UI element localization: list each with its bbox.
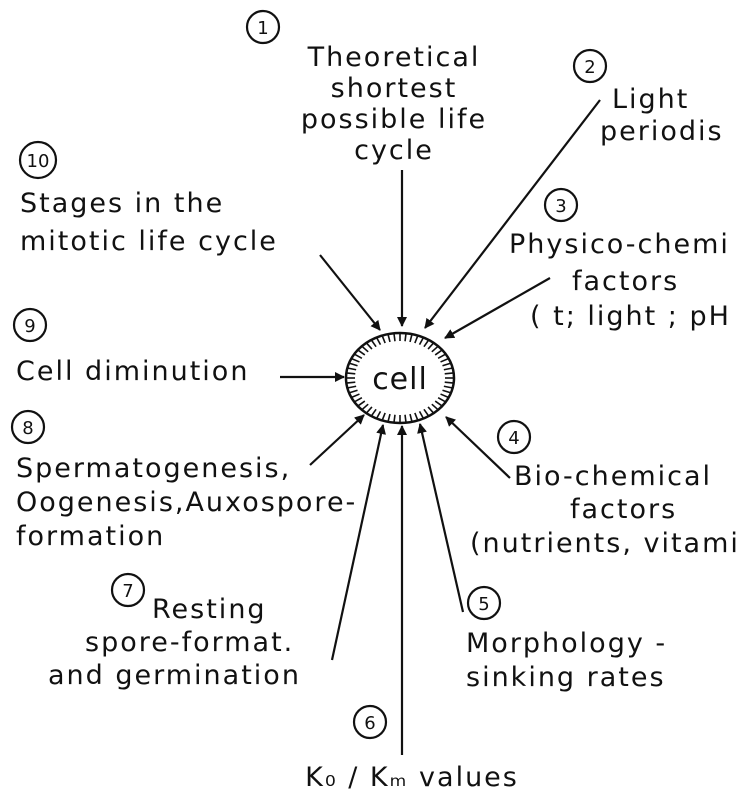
factor-label-line: Light bbox=[612, 84, 689, 115]
factor-label-line: factors bbox=[570, 494, 677, 525]
hatch-tick bbox=[445, 373, 454, 374]
factor-5: 5 Morphology - sinking rates bbox=[466, 587, 667, 693]
factor-6: 6 K₀ / Kₘ values bbox=[305, 706, 519, 793]
hatch-tick bbox=[346, 373, 355, 374]
factor-label-line: possible life bbox=[301, 104, 487, 135]
factor-number: 3 bbox=[555, 196, 566, 217]
factor-number: 6 bbox=[364, 713, 375, 734]
factor-label-line: Stages in the bbox=[20, 188, 224, 219]
factor-label-line: shortest bbox=[331, 73, 458, 104]
hatch-tick bbox=[394, 333, 395, 341]
factor-label-line: Cell diminution bbox=[16, 356, 249, 387]
factor-1: 1 Theoretical shortest possible life cyc… bbox=[247, 11, 487, 166]
factor-label-line: K₀ / Kₘ values bbox=[305, 762, 519, 793]
factor-8: 8 Spermatogenesis, Oogenesis,Auxospore- … bbox=[12, 411, 357, 552]
hatch-tick bbox=[405, 333, 406, 341]
factor-label-line: sinking rates bbox=[466, 662, 666, 693]
factor-4: 4 Bio-chemical factors (nutrients, vitam… bbox=[470, 421, 740, 559]
factor-label-line: periodis bbox=[600, 116, 724, 147]
factor-label-line: Spermatogenesis, bbox=[16, 453, 291, 484]
factor-number: 9 bbox=[24, 316, 35, 337]
factor-number: 10 bbox=[27, 151, 50, 172]
factor-number: 1 bbox=[257, 18, 268, 39]
factor-number: 8 bbox=[22, 418, 33, 439]
factor-label-line: Resting bbox=[152, 594, 267, 625]
factor-label-line: Physico-chemi bbox=[509, 229, 730, 260]
factor-9: 9 Cell diminution bbox=[14, 309, 249, 387]
factor-number: 5 bbox=[478, 594, 489, 615]
hatch-tick bbox=[405, 415, 406, 423]
factor-label-line: Morphology - bbox=[466, 628, 667, 659]
hatch-tick bbox=[394, 415, 395, 423]
cell-label: cell bbox=[372, 362, 428, 397]
hatch-tick bbox=[346, 382, 355, 383]
arrow-7 bbox=[332, 425, 383, 660]
factor-2: 2 Light periodis bbox=[574, 50, 724, 147]
arrow-4 bbox=[446, 417, 510, 478]
factor-number: 4 bbox=[508, 428, 519, 449]
factor-3: 3 Physico-chemi factors ( t; light ; pH bbox=[509, 189, 731, 332]
factor-label-line: Oogenesis,Auxospore- bbox=[16, 487, 357, 518]
factor-label-line: Theoretical bbox=[307, 42, 481, 73]
factor-7: 7 Resting spore-format. and germination bbox=[48, 574, 301, 691]
factor-number: 2 bbox=[584, 57, 595, 78]
factor-label-line: spore-format. bbox=[85, 627, 294, 658]
factor-label-line: factors bbox=[572, 266, 679, 297]
factor-label-line: formation bbox=[16, 521, 165, 552]
factor-label-line: Bio-chemical bbox=[514, 461, 712, 492]
factor-number: 7 bbox=[122, 581, 133, 602]
factor-label-line: ( t; light ; pH bbox=[530, 301, 731, 332]
factor-label-line: cycle bbox=[354, 135, 434, 166]
factor-label-line: and germination bbox=[48, 660, 301, 691]
factor-label-line: (nutrients, vitami bbox=[470, 528, 740, 559]
factor-10: 10 Stages in the mitotic life cycle bbox=[20, 142, 278, 257]
hatch-tick bbox=[445, 382, 454, 383]
factor-label-line: mitotic life cycle bbox=[20, 226, 278, 257]
arrow-5 bbox=[420, 424, 463, 612]
arrow-8 bbox=[310, 415, 364, 465]
arrow-10 bbox=[320, 255, 380, 330]
cell-node: cell bbox=[346, 333, 454, 423]
